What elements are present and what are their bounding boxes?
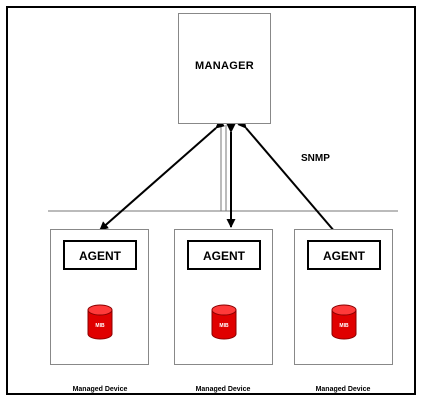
device-caption-3: Managed Device [315, 386, 371, 393]
managed-device-2: AGENT MIB [174, 229, 273, 365]
agent-label: AGENT [323, 249, 365, 263]
arrow-right [237, 118, 342, 240]
manager-label: MANAGER [195, 60, 254, 72]
database-icon: MIB [209, 303, 239, 343]
manager-box: MANAGER [178, 13, 271, 124]
mib-label: MIB [95, 323, 105, 329]
mib-label: MIB [219, 323, 229, 329]
agent-label: AGENT [203, 249, 245, 263]
mib-label: MIB [339, 323, 349, 329]
agent-label: AGENT [79, 249, 121, 263]
device-caption-2: Managed Device [195, 386, 251, 393]
managed-device-3: AGENT MIB [294, 229, 393, 365]
agent-box: AGENT [307, 240, 381, 270]
arrow-left [99, 119, 225, 231]
snmp-label: SNMP [301, 153, 330, 164]
agent-box: AGENT [63, 240, 137, 270]
managed-device-1: AGENT MIB [50, 229, 149, 365]
database-icon: MIB [329, 303, 359, 343]
database-icon: MIB [85, 303, 115, 343]
device-caption-1: Managed Device [72, 386, 128, 393]
agent-box: AGENT [187, 240, 261, 270]
